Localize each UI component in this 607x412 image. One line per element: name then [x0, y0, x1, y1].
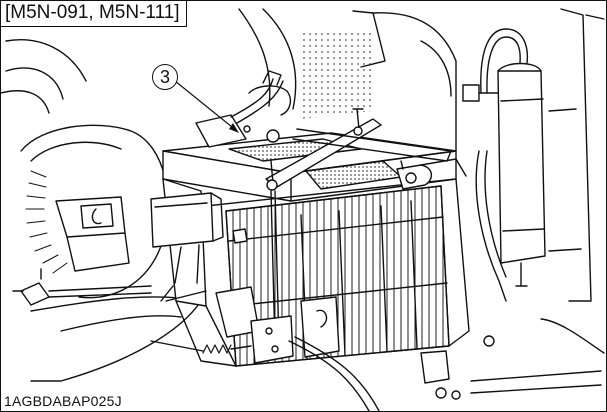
reference-code: 1AGBDABAP025J — [3, 393, 125, 409]
callout-3: 3 — [152, 64, 178, 90]
model-label: [M5N-091, M5N-111] — [1, 1, 187, 27]
